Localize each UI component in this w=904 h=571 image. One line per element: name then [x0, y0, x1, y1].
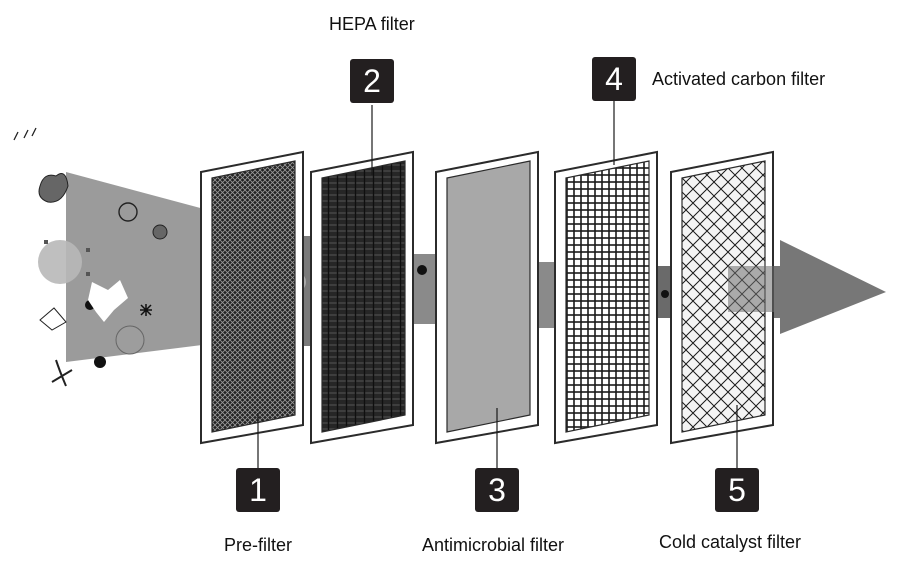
filter-panel-5: [670, 150, 774, 445]
filter-number-badge-1: 1: [236, 468, 280, 512]
filter-label-4: Activated carbon filter: [652, 69, 826, 89]
filter-panel-3: [435, 150, 539, 445]
filter-label-5: Cold catalyst filter: [659, 532, 802, 552]
filter-number-badge-3: 3: [475, 468, 519, 512]
filter-panel-2: [310, 150, 414, 445]
filter-panel-4: [554, 150, 658, 445]
filter-number-badge-5: 5: [715, 468, 759, 512]
leader-lines: [257, 100, 738, 470]
airflow-overlay: [728, 266, 774, 312]
filter-number-badge-4: 4: [592, 57, 636, 101]
filter-label-3: Antimicrobial filter: [422, 535, 565, 555]
filter-label-2: HEPA filter: [329, 14, 415, 34]
filter-label-1: Pre-filter: [224, 535, 293, 555]
filter-panel-1: [200, 150, 304, 445]
filter-number-badge-2: 2: [350, 59, 394, 103]
